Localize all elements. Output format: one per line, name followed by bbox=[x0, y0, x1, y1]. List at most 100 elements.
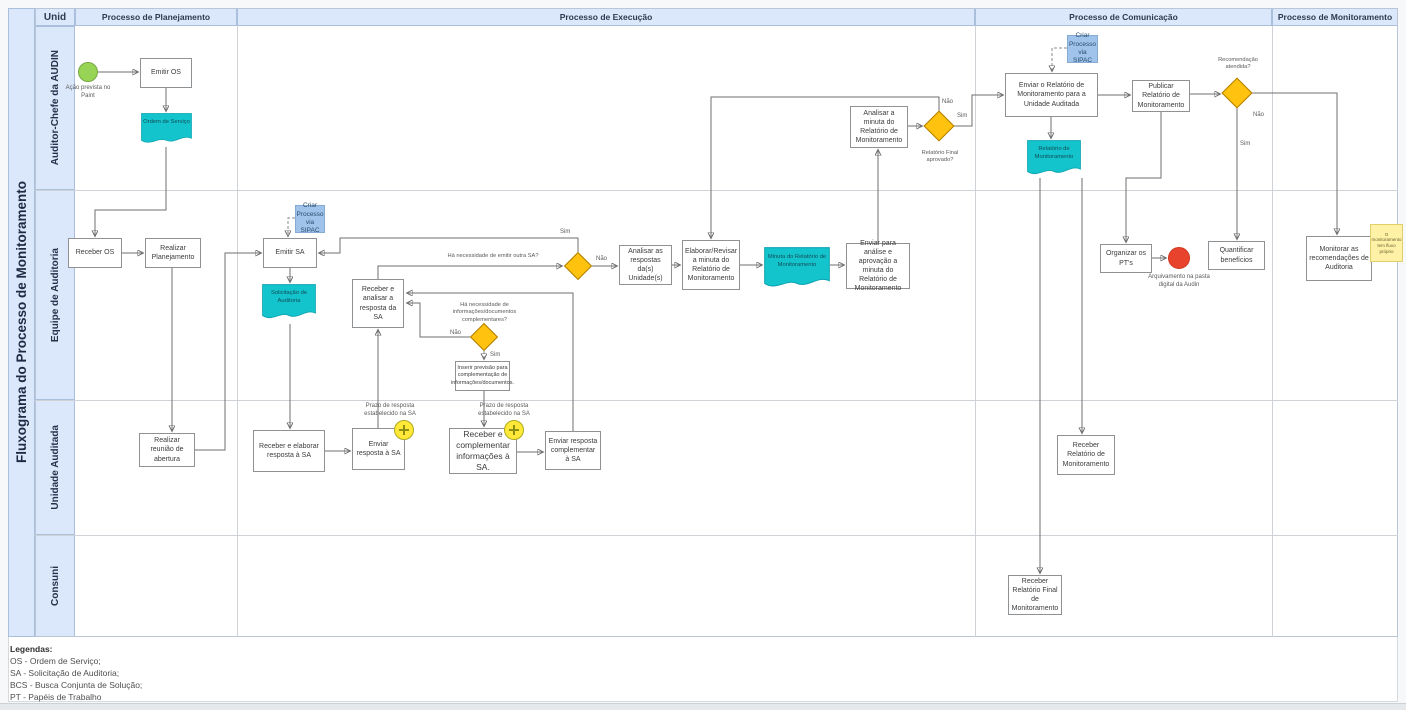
grid-line bbox=[975, 26, 976, 637]
timer-event-prazo-1 bbox=[394, 420, 414, 440]
edge-label-nao: Não bbox=[596, 256, 608, 262]
phase-header-label: Processo de Monitoramento bbox=[1277, 12, 1393, 22]
task-realizar-reuniao-abertura: Realizar reunião de abertura bbox=[139, 433, 195, 467]
task-label: Realizar Planejamento bbox=[151, 244, 195, 261]
legend-title: Legendas: bbox=[10, 644, 53, 654]
decision-label: Relatório Final aprovado? bbox=[921, 150, 959, 164]
task-receber-analisar-resposta: Receber e analisar a resposta da SA bbox=[352, 279, 404, 328]
document-shape-icon bbox=[262, 284, 316, 319]
flow-connector bbox=[407, 293, 574, 431]
edge-label-nao: Não bbox=[942, 99, 954, 105]
task-enviar-analise-aprovacao: Enviar para análise e aprovação a minuta… bbox=[846, 240, 910, 292]
diagram-sheet bbox=[8, 8, 1398, 702]
document-minuta-relatorio: Minuta do Relatório de Monitoramento bbox=[764, 247, 830, 291]
task-label: Receber Relatório Final de Monitoramento bbox=[1011, 577, 1059, 613]
document-label: Ordem de Serviço bbox=[143, 118, 190, 125]
edge-label-nao: Não bbox=[1253, 112, 1265, 118]
edge-label-sim: Sim bbox=[490, 352, 501, 358]
task-analisar-respostas: Analisar as respostas da(s) Unidade(s) bbox=[619, 245, 672, 285]
note-connector bbox=[288, 217, 295, 236]
task-enviar-resposta-complementar: Enviar resposta complementar à SA bbox=[545, 431, 601, 470]
lane-equipe-auditoria: Equipe de Auditoria bbox=[35, 190, 75, 400]
document-solicitacao-auditoria: Solicitação de Auditoria bbox=[262, 284, 316, 322]
document-label: Relatório de Monitoramento bbox=[1034, 146, 1074, 161]
flow-connector bbox=[1252, 92, 1337, 234]
decision-label: Há necessidade de informações/documentos… bbox=[452, 302, 517, 323]
task-receber-relatorio-monitoramento: Receber Relatório de Monitoramento bbox=[1057, 435, 1115, 475]
task-publicar-relatorio: Publicar Relatório de Monitoramento bbox=[1132, 80, 1190, 112]
document-label: Minuta do Relatório de Monitoramento bbox=[767, 254, 827, 269]
task-label: Realizar reunião de abertura bbox=[150, 437, 184, 463]
note-criar-processo-sipac: Criar Processo via SIPAC bbox=[295, 202, 325, 235]
phase-header-label: Processo de Execução bbox=[559, 12, 653, 22]
task-label: Emitir OS bbox=[151, 69, 181, 77]
task-label: Emitir SA bbox=[275, 249, 305, 257]
task-monitorar-recomendacoes: Monitorar as recomendações de Auditoria bbox=[1306, 236, 1372, 281]
task-label: Receber Relatório de Monitoramento bbox=[1062, 442, 1110, 468]
end-event-label: Arquivamento na pasta digital da Audin bbox=[1148, 274, 1210, 288]
note-label: Criar Processo via SIPAC bbox=[1068, 32, 1097, 65]
task-label: Enviar resposta à SA bbox=[356, 440, 401, 457]
task-receber-relatorio-final: Receber Relatório Final de Monitoramento bbox=[1008, 575, 1062, 615]
task-label: Enviar para análise e aprovação a minuta… bbox=[854, 239, 902, 293]
task-label: Publicar Relatório de Monitoramento bbox=[1137, 83, 1185, 109]
flow-connector bbox=[954, 95, 1003, 127]
legend-item: OS - Ordem de Serviço; bbox=[10, 656, 101, 666]
edge-label-sim: Sim bbox=[957, 113, 968, 119]
document-label: Solicitação de Auditoria bbox=[270, 290, 308, 305]
timer-event-prazo-2 bbox=[504, 420, 524, 440]
edge-label-sim: Sim bbox=[560, 229, 571, 235]
document-shape-icon bbox=[1027, 140, 1081, 175]
task-realizar-planejamento: Realizar Planejamento bbox=[145, 238, 201, 268]
task-receber-os: Receber OS bbox=[68, 238, 122, 268]
document-shape-icon bbox=[141, 113, 192, 143]
diagram-title-bar: Fluxograma do Processo de Monitoramento bbox=[8, 8, 35, 637]
task-label: Monitorar as recomendações de Auditoria bbox=[1309, 245, 1369, 272]
sticky-note: O monitoramento tem fluxo próprio bbox=[1370, 224, 1403, 262]
document-relatorio-monitoramento: Relatório de Monitoramento bbox=[1027, 140, 1081, 178]
document-shape-icon bbox=[764, 247, 830, 287]
task-enviar-relatorio-unidade: Enviar o Relatório de Monitoramento para… bbox=[1005, 73, 1098, 117]
end-event-arquivamento bbox=[1168, 247, 1190, 269]
legend: Legendas: OS - Ordem de Serviço; SA - So… bbox=[10, 643, 142, 703]
bottom-strip bbox=[0, 703, 1406, 710]
phase-header-label: Processo de Comunicação bbox=[1069, 12, 1178, 22]
note-criar-processo-sipac: Criar Processo via SIPAC bbox=[1067, 32, 1098, 65]
task-elaborar-revisar-minuta: Elaborar/Revisar a minuta do Relatório d… bbox=[682, 240, 740, 290]
task-emitir-sa: Emitir SA bbox=[263, 238, 317, 268]
task-label: Organizar os PT's bbox=[1105, 250, 1147, 267]
edge-label-nao: Não bbox=[450, 330, 462, 336]
edge-label-sim: Sim bbox=[1240, 141, 1251, 147]
task-label: Enviar o Relatório de Monitoramento para… bbox=[1017, 82, 1086, 108]
document-ordem-servico: Ordem de Serviço bbox=[141, 113, 192, 146]
decision-label: Há necessidade de emitir outra SA? bbox=[447, 253, 539, 259]
task-label: Inserir previsão para complementação de … bbox=[451, 365, 514, 386]
legend-item: PT - Papéis de Trabalho bbox=[10, 692, 102, 702]
sticky-note-label: O monitoramento tem fluxo próprio bbox=[1371, 231, 1402, 254]
task-receber-complementar: Receber e complementar informações à SA. bbox=[449, 428, 517, 474]
unit-header-label: Unid bbox=[43, 11, 67, 23]
task-label: Receber e analisar a resposta da SA bbox=[359, 286, 397, 321]
legend-item: SA - Solicitação de Auditoria; bbox=[10, 668, 120, 678]
grid-line bbox=[237, 26, 238, 637]
task-label: Receber e elaborar resposta à SA bbox=[259, 442, 319, 459]
plus-icon bbox=[399, 429, 409, 431]
timer-event-label: Prazo de resposta estabelecido na SA bbox=[364, 403, 416, 417]
task-label: Receber e complementar informações à SA. bbox=[456, 428, 510, 473]
task-label: Enviar resposta complementar à SA bbox=[548, 437, 598, 464]
task-label: Receber OS bbox=[75, 249, 115, 257]
start-event bbox=[78, 62, 98, 82]
flow-connector bbox=[1126, 112, 1162, 242]
task-organizar-pts: Organizar os PT's bbox=[1100, 244, 1152, 273]
decision-label: Recomendação atendida? bbox=[1218, 57, 1258, 71]
task-inserir-previsao: Inserir previsão para complementação de … bbox=[451, 361, 514, 391]
note-label: Criar Processo via SIPAC bbox=[296, 202, 324, 235]
grid-line bbox=[35, 400, 1398, 401]
timer-event-label: Prazo de resposta estabelecido na SA bbox=[478, 403, 530, 417]
task-label: Elaborar/Revisar a minuta do Relatório d… bbox=[684, 247, 738, 283]
phase-header-label: Processo de Planejamento bbox=[101, 12, 211, 22]
grid-line bbox=[1272, 26, 1273, 637]
task-receber-elaborar-resposta: Receber e elaborar resposta à SA bbox=[253, 430, 325, 472]
